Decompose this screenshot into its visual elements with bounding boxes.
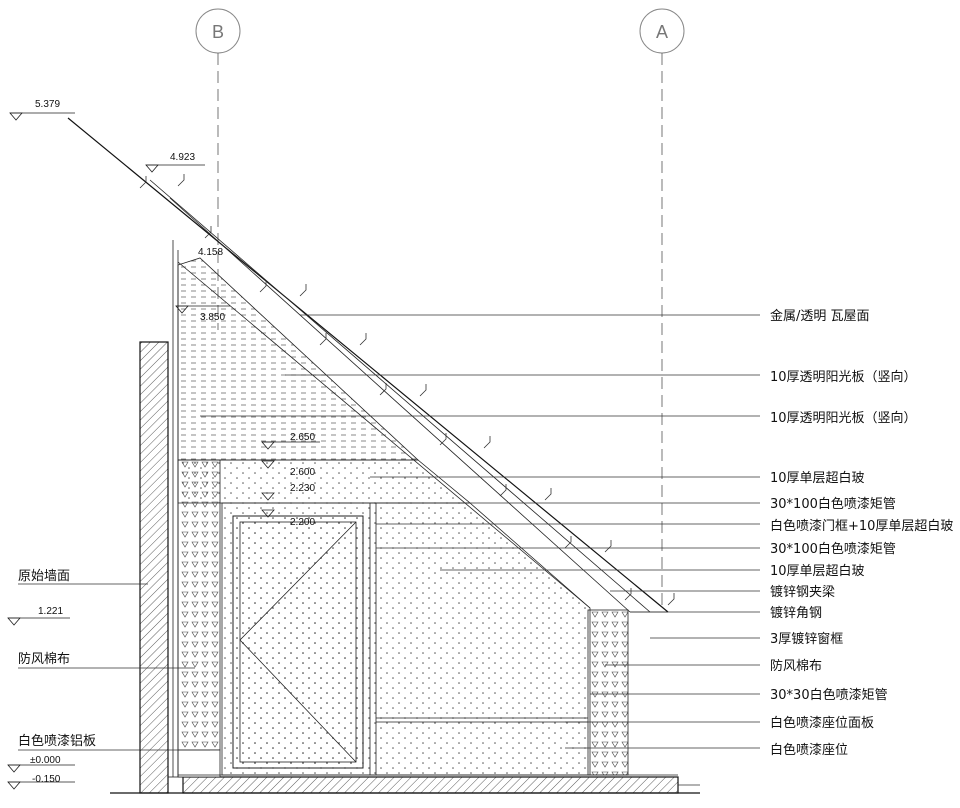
roof-clips <box>139 174 675 606</box>
right-labels: 金属/透明 瓦屋面 10厚透明阳光板（竖向） 10厚透明阳光板（竖向） 10厚单… <box>200 308 953 786</box>
elevation-wall-mark: 1.221 <box>7 606 70 626</box>
svg-text:2.200: 2.200 <box>290 517 315 528</box>
elevation-glass-bottom: 2.600 <box>261 460 315 478</box>
elevation-glass-top: 2.650 <box>261 432 320 450</box>
polycarbonate-panel <box>177 257 420 461</box>
svg-text:3.850: 3.850 <box>200 312 225 323</box>
original-wall <box>139 341 169 794</box>
label-tube-3: 30*30白色喷漆矩管 <box>770 687 888 703</box>
label-glass-2: 10厚单层超白玻 <box>770 563 865 579</box>
door-frame <box>232 515 364 769</box>
elevation-frame-top: 2.230 <box>261 483 315 501</box>
label-cloth-left: 防风棉布 <box>18 651 70 667</box>
elevation-ground: -0.150 <box>7 774 75 790</box>
svg-text:4.923: 4.923 <box>170 152 195 163</box>
elevation-door-top: 2.200 <box>261 509 315 528</box>
label-roof: 金属/透明 瓦屋面 <box>770 308 870 324</box>
label-polycarb-1: 10厚透明阳光板（竖向） <box>770 369 917 385</box>
label-original-wall: 原始墙面 <box>18 569 70 584</box>
label-aluminum: 白色喷漆铝板 <box>18 733 96 749</box>
label-window-frame: 3厚镀锌窗框 <box>770 631 843 647</box>
floor-slab <box>182 776 679 794</box>
label-door-frame: 白色喷漆门框+10厚单层超白玻 <box>770 518 953 534</box>
label-clamp-beam: 镀锌钢夹梁 <box>770 584 835 600</box>
label-tube-1: 30*100白色喷漆矩管 <box>770 496 896 512</box>
elevation-panel-top: 3.850 <box>175 305 230 323</box>
label-seat-panel: 白色喷漆座位面板 <box>770 715 874 731</box>
svg-text:±0.000: ±0.000 <box>30 755 61 766</box>
axis-a: A <box>639 8 685 610</box>
elevation-roof-mid: 4.923 <box>145 152 205 173</box>
left-insulation <box>177 459 221 751</box>
axis-b: B <box>195 8 241 330</box>
label-cloth-right: 防风棉布 <box>770 658 822 674</box>
left-labels: 原始墙面 防风棉布 白色喷漆铝板 <box>18 569 210 751</box>
label-seat: 白色喷漆座位 <box>770 742 848 758</box>
glass-band <box>177 459 472 504</box>
svg-text:2.230: 2.230 <box>290 483 315 494</box>
svg-text:1.221: 1.221 <box>38 606 63 617</box>
axis-a-label: A <box>656 22 668 42</box>
svg-text:4.158: 4.158 <box>198 247 223 258</box>
label-angle-steel: 镀锌角钢 <box>770 605 822 621</box>
svg-text:2.600: 2.600 <box>290 467 315 478</box>
elevation-roof-top: 5.379 <box>9 99 75 121</box>
svg-text:-0.150: -0.150 <box>32 774 61 785</box>
label-glass-1: 10厚单层超白玻 <box>770 470 865 486</box>
elevation-floor: ±0.000 <box>7 755 75 773</box>
seat-insulation <box>587 609 629 776</box>
label-tube-2: 30*100白色喷漆矩管 <box>770 541 896 557</box>
label-polycarb-2: 10厚透明阳光板（竖向） <box>770 410 917 426</box>
svg-text:5.379: 5.379 <box>35 99 60 110</box>
svg-text:2.650: 2.650 <box>290 432 315 443</box>
elevation-ridge: 4.158 <box>198 247 223 258</box>
axis-b-label: B <box>212 22 224 42</box>
